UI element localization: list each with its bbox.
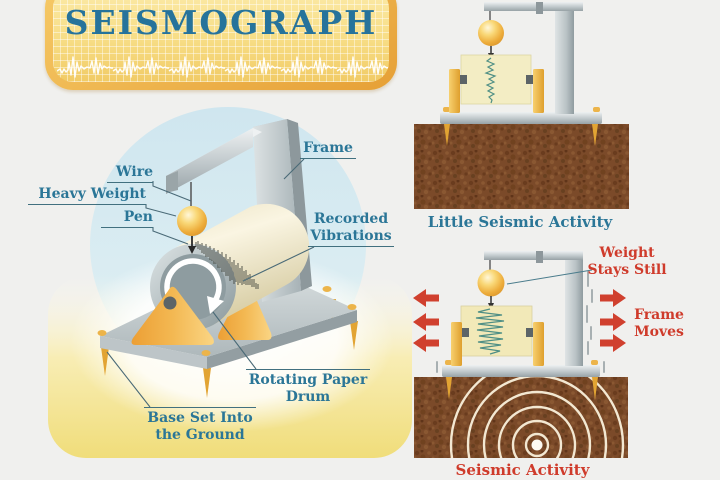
main-seismograph	[97, 119, 358, 408]
drum-trace-graphic	[195, 241, 259, 289]
paper-post-left	[449, 69, 460, 113]
caption-little-seismic-activity: Little Seismic Activity	[427, 213, 613, 231]
heavy-weight-graphic	[177, 206, 207, 236]
epicenter-dot	[531, 439, 543, 451]
label-connectors	[106, 158, 315, 408]
label-frame-moves: Frame Moves	[634, 307, 684, 340]
base-bar	[440, 112, 602, 124]
label-pen: Pen	[101, 209, 153, 228]
label-rotating-paper-drum: Rotating Paper Drum	[246, 369, 370, 406]
title-banner-panel: SEISMOGRAPH	[53, 0, 389, 82]
panel-seismic-activity	[413, 251, 628, 458]
weight-assembly	[177, 182, 207, 254]
big-trace	[475, 308, 505, 355]
paper-post-right	[533, 69, 544, 113]
label-weight-stays-still: Weight Stays Still	[587, 245, 667, 278]
caption-seismic-activity: Seismic Activity	[455, 461, 590, 479]
weight-ball	[478, 20, 504, 46]
label-heavy-weight: Heavy Weight	[28, 186, 146, 205]
soil-block	[414, 124, 629, 209]
small-trace	[484, 57, 497, 104]
label-base-ground: Base Set Into the Ground	[144, 407, 256, 444]
frame-post	[555, 2, 574, 114]
label-frame: Frame	[300, 140, 356, 159]
label-recorded-vibrations: Recorded Vibrations	[308, 211, 394, 247]
recording-paper	[460, 54, 532, 105]
paper-post-right-quake	[533, 322, 544, 366]
shockwave-rings	[449, 377, 625, 458]
frame-arm	[484, 2, 583, 11]
recording-paper-quake	[460, 305, 533, 357]
label-wire: Wire	[107, 164, 153, 183]
drum-support-left	[131, 286, 214, 345]
vibration-marks	[436, 271, 605, 373]
page-title: SEISMOGRAPH	[64, 3, 378, 42]
drum-support-right	[218, 284, 272, 340]
seismic-waveform-icon	[57, 56, 389, 78]
paper-post-left-quake	[451, 322, 462, 366]
base-bar-quake	[442, 365, 600, 377]
weight-ball-quake	[477, 269, 505, 297]
weight-label-connector	[506, 269, 593, 285]
title-banner: SEISMOGRAPH	[45, 0, 397, 90]
rotation-arrow-icon	[164, 258, 222, 303]
frame-arm-quake	[484, 251, 583, 260]
frame-post-quake	[565, 251, 583, 366]
panel-little-activity	[414, 2, 629, 209]
